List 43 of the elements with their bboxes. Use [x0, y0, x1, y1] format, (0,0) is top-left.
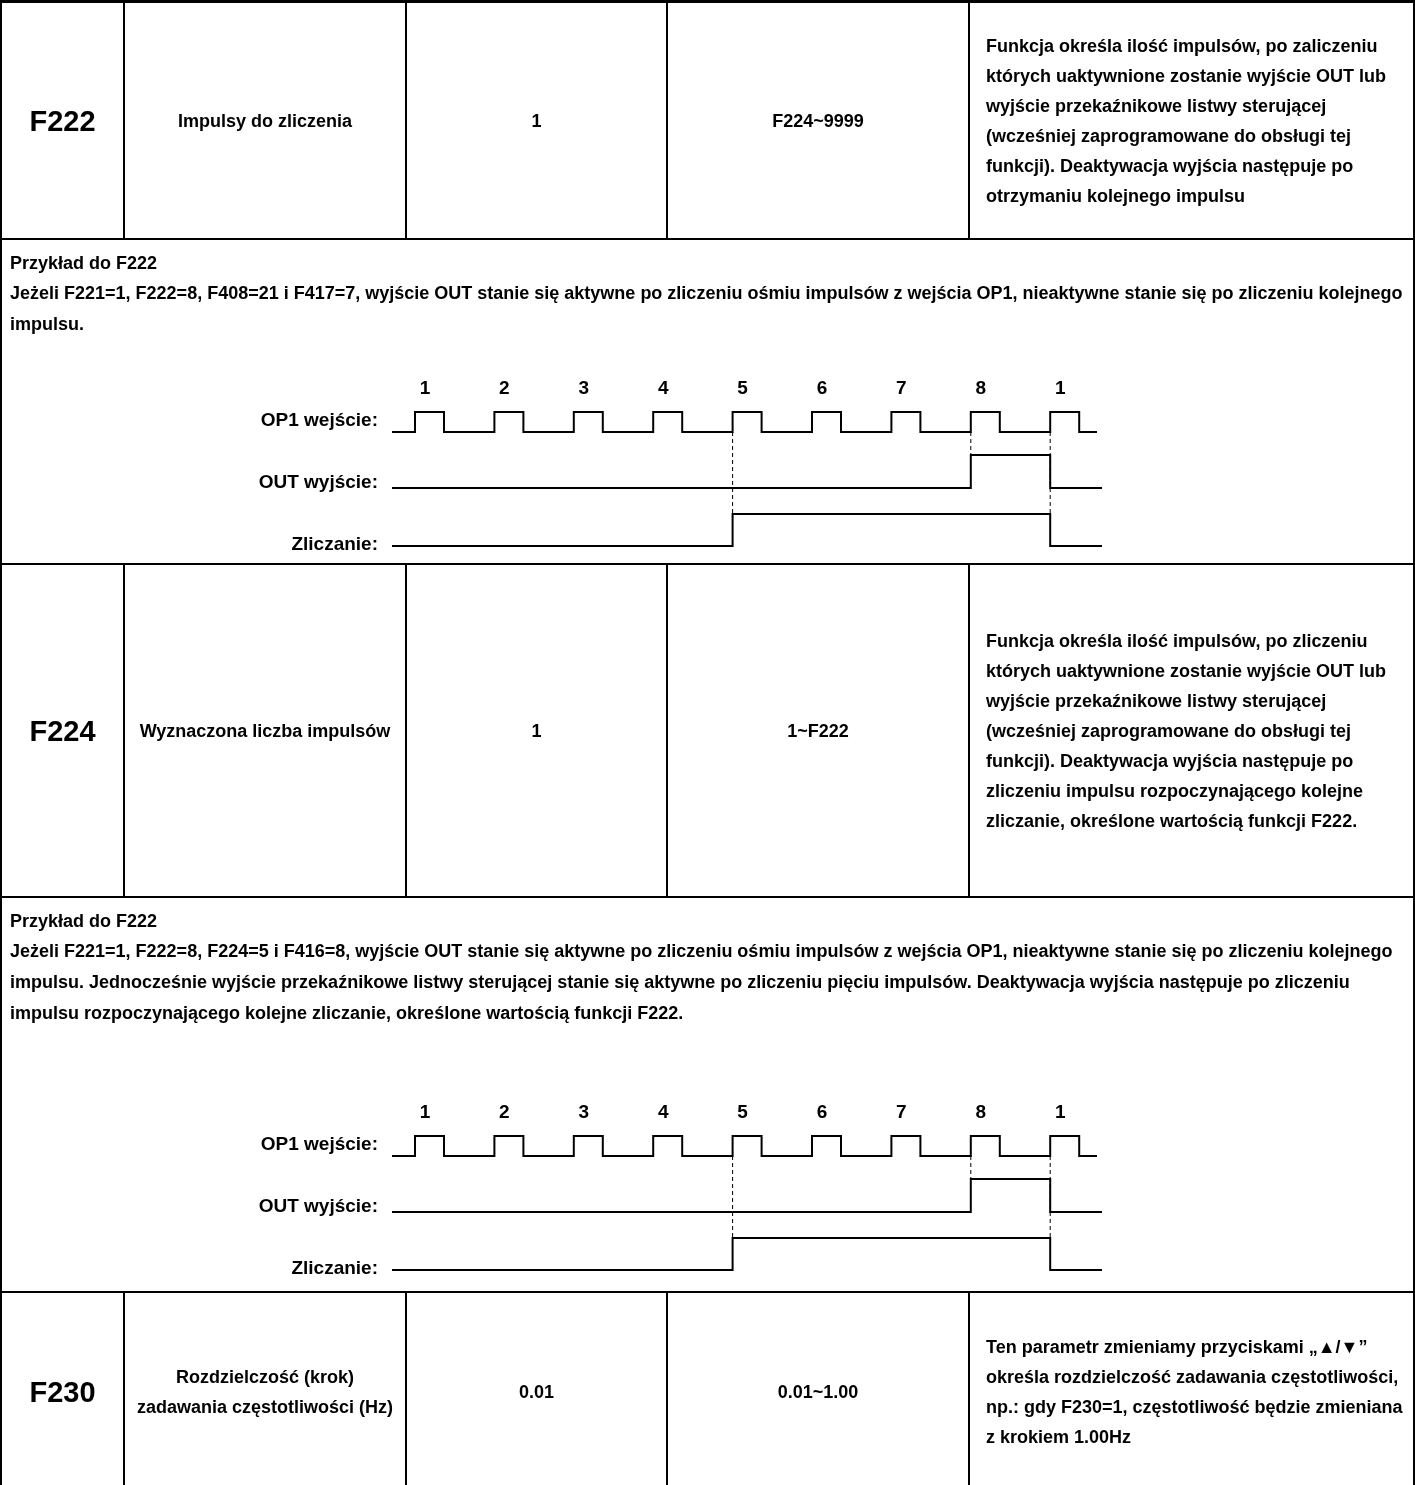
- parameter-code: F222: [2, 3, 125, 240]
- default-value: 1: [407, 3, 668, 240]
- pulse-number: 6: [815, 376, 829, 400]
- default-value: 1: [407, 565, 668, 898]
- pulse-number: 3: [577, 1100, 591, 1124]
- pulse-number: 4: [656, 376, 670, 400]
- parameter-code: F230: [2, 1293, 125, 1485]
- description-text: Funkcja określa ilość impulsów, po zaliczeniu których uaktywnione zostanie wyjście OUT lub wyjście przekaźnikowe listwy sterującej (wcześniej zaprogramowane do obsługi tej funkcji). Deaktywacja wyjścia następuje po otrzymaniu kolejnego impulsu: [970, 3, 1415, 240]
- pulse-number: 3: [577, 376, 591, 400]
- pulse-number: 5: [736, 376, 749, 400]
- setting-range: 0.01~1.00: [668, 1293, 970, 1485]
- description-text: Ten parametr zmieniamy przyciskami „▲/▼” określa rozdzielczość zadawania częstotliwości, np.: gdy F230=1, częstotliwość będzie zmieniana z krokiem 1.00Hz: [970, 1293, 1415, 1485]
- signal-label: Zliczanie:: [291, 532, 378, 556]
- example-heading: Przykład do F222: [10, 910, 159, 933]
- setting-range: F224~9999: [668, 3, 970, 240]
- signal-label: Zliczanie:: [291, 1256, 378, 1280]
- default-value: 0.01: [407, 1293, 668, 1485]
- pulse-number: 8: [974, 1100, 988, 1124]
- pulse-number: 1: [1053, 376, 1067, 400]
- pulse-number: 2: [498, 376, 511, 400]
- pulse-number: 4: [656, 1100, 670, 1124]
- pulse-number: 1: [418, 1100, 432, 1124]
- parameter-code: F224: [2, 565, 125, 898]
- parameter-name: Rozdzielczość (krok) zadawania częstotliwości (Hz): [125, 1293, 407, 1485]
- pulse-number: 5: [736, 1100, 749, 1124]
- pulse-number: 7: [895, 376, 908, 400]
- signal-label: OP1 wejście:: [260, 1132, 378, 1156]
- example-heading: Przykład do F222: [10, 252, 159, 275]
- parameter-name: Impulsy do zliczenia: [125, 3, 407, 240]
- pulse-number: 6: [815, 1100, 829, 1124]
- pulse-number: 8: [974, 376, 988, 400]
- pulse-number: 1: [418, 376, 432, 400]
- example-text: Jeżeli F221=1, F222=8, F408=21 i F417=7, wyjście OUT stanie się aktywne po zliczeniu ośmiu impulsów z wejścia OP1, nieaktywne stanie się po zliczeniu kolejnego impulsu.: [10, 282, 1403, 336]
- pulse-number: 2: [498, 1100, 511, 1124]
- example-text: Jeżeli F221=1, F222=8, F224=5 i F416=8, wyjście OUT stanie się aktywne po zliczeniu ośmiu impulsów z wejścia OP1, nieaktywne stanie się po zliczeniu kolejnego impulsu. Jednocześnie wyjście przekaźnikowe listwy sterującej stanie się aktywne po zliczeniu pięciu impulsów. Deaktywacja wyjścia następuje po zliczeniu impulsu rozpoczynającego kolejne zliczanie, określone wartością funkcji F222.: [10, 940, 1394, 1025]
- description-text: Funkcja określa ilość impulsów, po zliczeniu których uaktywnione zostanie wyjście OUT lub wyjście przekaźnikowe listwy sterującej (wcześniej zaprogramowane do obsługi tej funkcji). Deaktywacja wyjścia następuje po zliczeniu impulsu rozpoczynającego kolejne zliczanie, określone wartością funkcji F222.: [970, 565, 1415, 898]
- pulse-number: 1: [1053, 1100, 1067, 1124]
- signal-label: OUT wyjście:: [258, 469, 378, 494]
- parameter-name: Wyznaczona liczba impulsów: [125, 565, 407, 898]
- setting-range: 1~F222: [668, 565, 970, 898]
- signal-label: OP1 wejście:: [260, 408, 378, 432]
- signal-label: OUT wyjście:: [258, 1193, 378, 1218]
- pulse-number: 7: [895, 1100, 908, 1124]
